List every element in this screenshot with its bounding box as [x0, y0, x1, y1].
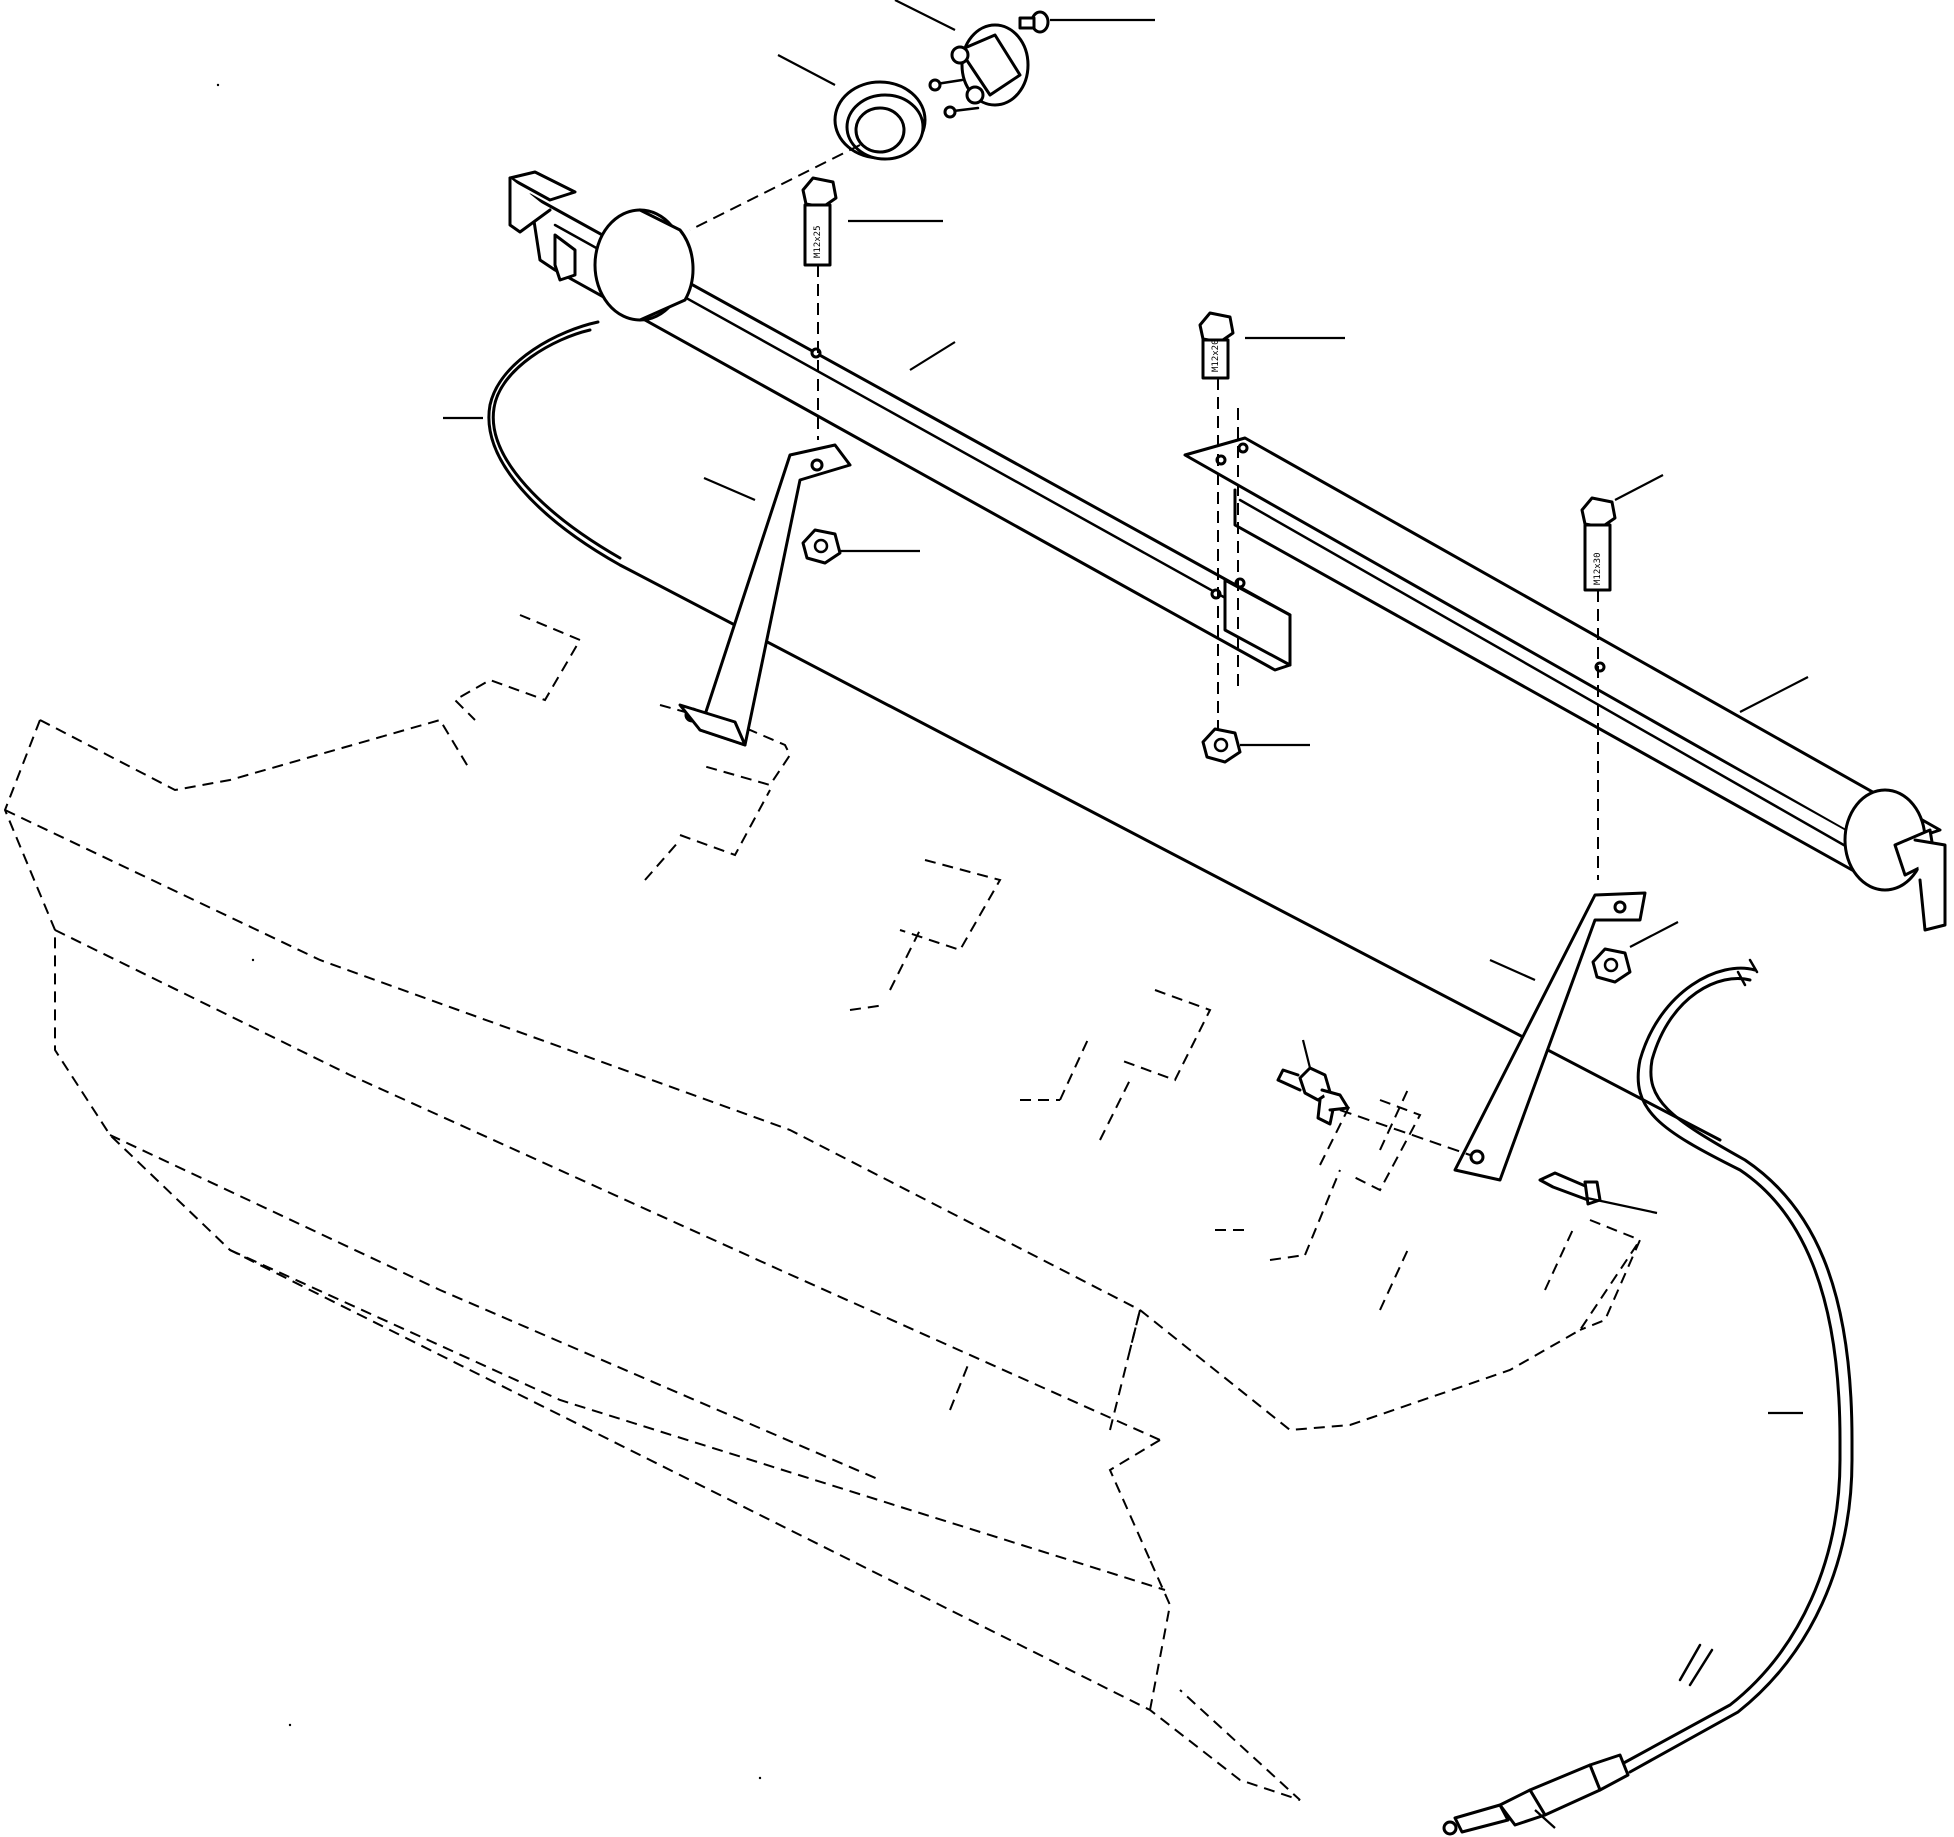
bolt-stamp-2: M12x20: [1211, 339, 1221, 372]
scan-speck: [251, 958, 255, 962]
harness-left-inner: [491, 328, 622, 560]
bolt-right: M12x30: [1580, 496, 1617, 592]
implement-ghost-outline: [3, 614, 1642, 1801]
lens-ring: [833, 80, 927, 161]
harness-left: [487, 320, 1722, 1142]
callout-bolt-right: [1614, 474, 1664, 501]
bracket-right: [1453, 891, 1647, 1182]
light-bar-right: [1183, 436, 1947, 932]
connector: [1442, 1753, 1630, 1836]
callout-bracket-right: [1489, 958, 1536, 982]
upper-bolt-center: M12x20: [1198, 311, 1235, 380]
callout-connector: [1534, 1809, 1556, 1829]
callout-light-bar-left: [909, 341, 956, 371]
bracket-left: [678, 443, 852, 747]
callout-lamp-housing: [894, 0, 956, 31]
callout-bracket-bolt: [1586, 1196, 1658, 1215]
scan-speck: [758, 1776, 762, 1780]
nut-right: [1591, 947, 1632, 984]
wing-nut: [1276, 1066, 1350, 1126]
bulb: [1018, 10, 1050, 34]
bolt-stamp-3: M12x30: [1593, 552, 1603, 585]
scan-speck: [216, 83, 220, 87]
harness-right: [1618, 958, 1854, 1774]
scan-speck: [288, 1723, 292, 1727]
callout-nut-right: [1629, 921, 1679, 948]
callout-light-bar-right: [1739, 676, 1809, 713]
light-bar-left: [508, 170, 1292, 672]
lamp-housing: [928, 23, 1030, 119]
nut-center: [1201, 727, 1242, 764]
nut-left: [801, 528, 842, 565]
upper-bolt: M12x25: [801, 176, 838, 267]
callout-leaders: [443, 0, 1809, 1829]
assembly-axes: [689, 144, 1599, 1156]
callout-bracket-left: [703, 476, 756, 502]
callout-wing-nut: [1301, 1039, 1312, 1069]
bolt-stamp-1: M12x25: [813, 225, 823, 258]
callout-lens-ring: [777, 54, 836, 86]
